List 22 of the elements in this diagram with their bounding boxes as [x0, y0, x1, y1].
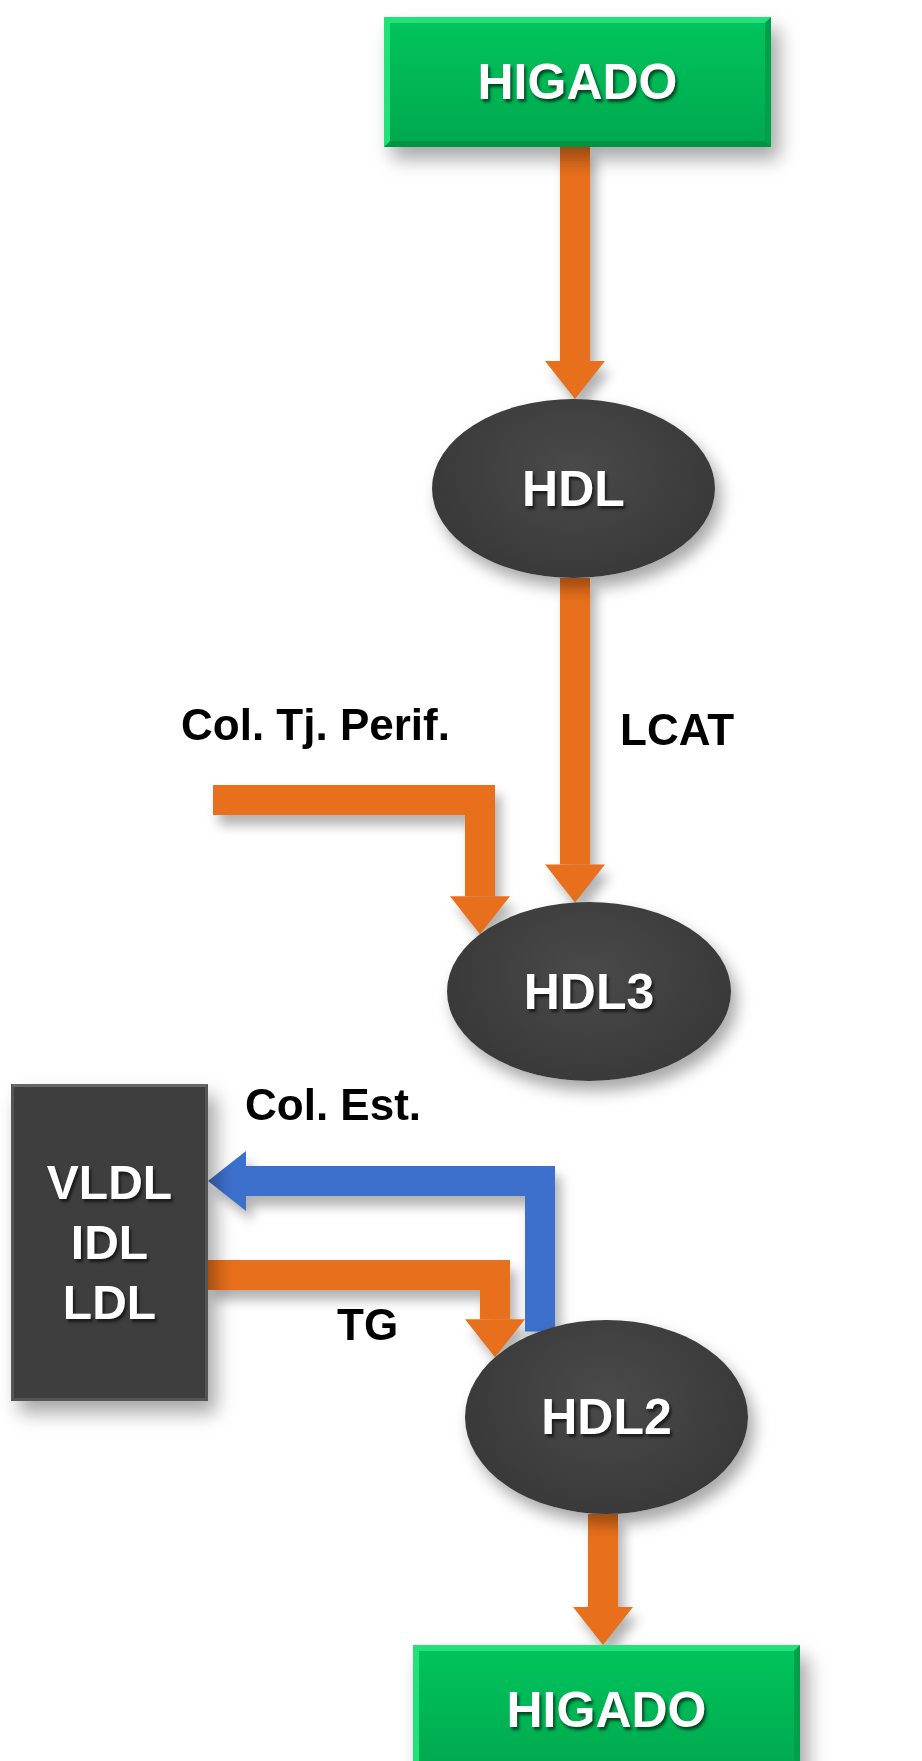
organ-box	[413, 1645, 800, 1761]
block-arrow	[573, 1513, 633, 1645]
node-label: HDL3	[523, 962, 655, 1021]
edge-label: Col. Tj. Perif.	[181, 700, 450, 750]
lipoprotein-box	[11, 1084, 208, 1401]
block-arrow	[545, 147, 605, 399]
edge-label: Col. Est.	[245, 1080, 422, 1130]
node-label: IDL	[70, 1214, 149, 1271]
node-label: HIGADO	[506, 1681, 707, 1739]
particle-ellipse	[465, 1320, 748, 1514]
node-label: HDL	[522, 459, 625, 518]
block-arrow	[208, 1151, 555, 1332]
block-arrow	[545, 578, 605, 903]
block-arrow	[213, 785, 510, 935]
node-label: HIGADO	[477, 53, 678, 111]
node-label: LDL	[62, 1274, 157, 1331]
edge-label: LCAT	[620, 705, 735, 755]
block-arrow	[208, 1260, 525, 1358]
node-label: VLDL	[46, 1154, 173, 1211]
node-label: HDL2	[541, 1388, 672, 1446]
edge-label: TG	[337, 1300, 399, 1350]
organ-box	[384, 17, 771, 147]
